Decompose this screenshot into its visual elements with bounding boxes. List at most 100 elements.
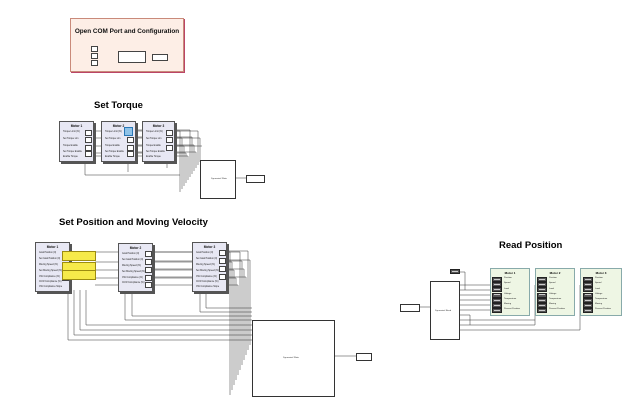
com-port-title: Open COM Port and Configuration — [74, 28, 180, 35]
motor-row: Set Torque Enable — [63, 151, 82, 153]
motor-row: CCW Compliance (%) — [122, 282, 145, 284]
posvel-output[interactable] — [356, 353, 372, 361]
value-display — [537, 303, 547, 308]
com-const-3[interactable] — [91, 60, 98, 66]
motor-row: Set Torque Lim — [63, 138, 79, 140]
value-display — [583, 308, 593, 314]
read-motor-1[interactable]: Motor 1 — [490, 268, 530, 316]
motor-row: Enable Torque — [63, 156, 78, 158]
input-port[interactable] — [85, 145, 92, 151]
value-label: Position — [504, 277, 512, 280]
highlight-block-1[interactable] — [62, 251, 96, 261]
value-display — [492, 287, 502, 293]
value-label: Voltage — [595, 292, 603, 295]
value-label: Speed — [504, 282, 511, 285]
input-port[interactable] — [145, 267, 152, 273]
motor-row: Set Moving Speed (%) — [39, 270, 62, 272]
motor-title: Motor 2 — [549, 271, 561, 275]
motor-row: Set Torque Lim — [146, 138, 162, 140]
value-label: Voltage — [549, 292, 557, 295]
motor-row: Moving Speed (%) — [122, 265, 141, 267]
value-label: Temperature — [595, 298, 608, 300]
block-caption: Dynamixel Read — [435, 310, 452, 312]
input-port[interactable] — [166, 130, 173, 136]
posvel-write-block[interactable]: Dynamixel Write — [252, 320, 335, 397]
read-position-title: Read Position — [499, 240, 563, 251]
motor-row: Moving Speed (%) — [196, 264, 215, 266]
motor-row: Set Goal Position (0) — [122, 259, 144, 261]
motor-title: Motor 1 — [504, 271, 516, 275]
torque-motor-3[interactable]: Motor 3 Torque Limit (%) Set Torque Lim … — [142, 121, 175, 162]
com-port-subsystem[interactable]: Open COM Port and Configuration — [70, 18, 184, 72]
block-caption: Dynamixel Write — [211, 178, 227, 180]
com-open-block[interactable] — [118, 51, 146, 63]
motor-row: Set Torque Lim — [105, 138, 121, 140]
read-block[interactable]: Dynamixel Read — [430, 281, 460, 340]
input-port[interactable] — [127, 137, 134, 143]
value-display — [492, 303, 502, 308]
input-port[interactable] — [145, 282, 152, 288]
value-display — [583, 297, 593, 303]
motor-row: Set Moving Speed (%) — [196, 270, 219, 272]
motor-title: Motor 3 — [152, 124, 165, 128]
value-display — [583, 303, 593, 308]
value-label: Speed — [595, 282, 602, 285]
input-port[interactable] — [85, 151, 92, 157]
motor-row: Torque Enable — [63, 145, 78, 147]
torque-write-block[interactable]: Dynamixel Write — [200, 160, 236, 199]
input-port[interactable] — [145, 251, 152, 257]
motor-row: CW Compliance (%) — [122, 277, 143, 279]
value-display — [492, 297, 502, 303]
input-port[interactable] — [219, 250, 226, 256]
input-port[interactable] — [85, 137, 92, 143]
input-port[interactable] — [127, 145, 134, 151]
input-port[interactable] — [166, 137, 173, 143]
posvel-motor-3[interactable]: Motor 3 Goal Position (0) Set Goal Posit… — [192, 242, 227, 292]
value-label: Load — [549, 287, 554, 290]
value-label: Voltage — [504, 292, 512, 295]
motor-title: Motor 1 — [70, 124, 83, 128]
motor-title: Motor 1 — [46, 245, 59, 249]
read-display — [450, 269, 460, 274]
value-display — [537, 292, 547, 298]
motor-row: Goal Position (0) — [122, 253, 140, 255]
com-output-block[interactable] — [152, 54, 168, 61]
input-port[interactable] — [145, 275, 152, 281]
input-port[interactable] — [127, 151, 134, 157]
motor-row: Goal Position (0) — [39, 252, 57, 254]
value-display — [537, 308, 547, 314]
highlight-block-3[interactable] — [62, 270, 96, 280]
motor-row: CW Compliance Slope — [196, 286, 220, 288]
set-torque-title: Set Torque — [94, 100, 143, 111]
motor-row: Torque Limit (%) — [146, 131, 163, 133]
input-port[interactable] — [219, 274, 226, 280]
com-const-1[interactable] — [91, 46, 98, 52]
input-port[interactable] — [219, 258, 226, 264]
motor-row: Set Moving Speed (%) — [122, 271, 145, 273]
value-label: Temperature — [549, 298, 562, 300]
motor-title: Motor 3 — [595, 271, 607, 275]
value-display — [583, 292, 593, 298]
value-label: Position — [595, 277, 603, 280]
com-const-2[interactable] — [91, 53, 98, 59]
motor-row: CW Compliance Slope — [39, 286, 63, 288]
value-label: Speed — [549, 282, 556, 285]
read-input-const[interactable] — [400, 304, 420, 312]
torque-motor-2[interactable]: Motor 2 Torque Limit (%) Set Torque Lim … — [101, 121, 136, 162]
value-display — [492, 292, 502, 298]
value-display — [492, 308, 502, 314]
selected-input-port[interactable] — [124, 127, 133, 136]
posvel-motor-2[interactable]: Motor 2 Goal Position (0) Set Goal Posit… — [118, 243, 153, 292]
input-port[interactable] — [166, 145, 173, 151]
value-label: Temperature — [504, 298, 517, 300]
input-port[interactable] — [145, 259, 152, 265]
value-display — [537, 282, 547, 288]
value-label: Present Position — [595, 308, 611, 311]
input-port[interactable] — [85, 130, 92, 136]
input-port[interactable] — [219, 266, 226, 272]
block-caption: Dynamixel Write — [283, 357, 299, 359]
motor-row: Moving Speed (%) — [39, 264, 58, 266]
motor-title: Motor 2 — [129, 246, 142, 250]
torque-output[interactable] — [246, 175, 265, 183]
torque-motor-1[interactable]: Motor 1 Torque Limit (%) Set Torque Lim … — [59, 121, 94, 162]
